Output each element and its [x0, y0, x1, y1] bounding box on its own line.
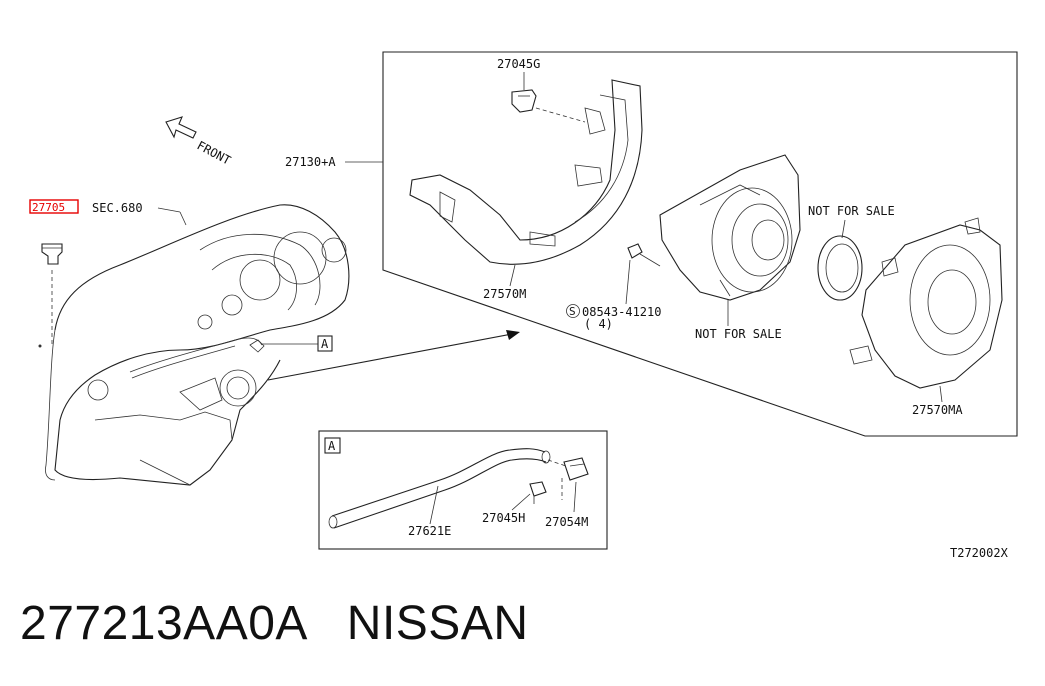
explode-arrow-head [506, 330, 520, 340]
screw-s-label: S [569, 305, 576, 318]
callout-a-inset-box [324, 437, 341, 454]
part-27621e-label[interactable]: 27621E [408, 524, 451, 538]
screw-code-label[interactable]: 08543-41210 [582, 305, 661, 319]
part-27705-label[interactable]: 27705 [32, 201, 65, 214]
explode-arrow [267, 333, 513, 381]
screw-icon [627, 243, 661, 267]
drawing-number: T272002X [950, 546, 1009, 560]
clip-27045g-icon [511, 89, 537, 113]
highlight-box [29, 199, 79, 214]
front-label: FRONT [195, 138, 233, 167]
cover-27570m-drawing [409, 79, 643, 265]
front-arrow [165, 116, 197, 139]
page-caption: 277213AA0A NISSAN [20, 596, 529, 651]
callout-a-inset-label: A [328, 439, 336, 453]
not-for-sale-top: NOT FOR SALE [808, 204, 895, 218]
sec-680-label[interactable]: SEC.680 [92, 201, 143, 215]
clip-27045h-icon [529, 481, 547, 504]
screw-s-circle [566, 304, 580, 318]
part-27054m-label[interactable]: 27054M [545, 515, 588, 529]
part-27570ma-label[interactable]: 27570MA [912, 403, 963, 417]
caption-brand: NISSAN [346, 597, 529, 650]
caption-part-number: 277213AA0A [20, 597, 306, 650]
instrument-panel-drawing [38, 204, 350, 486]
exploded-view-frame [382, 51, 1018, 437]
part-27045h-label[interactable]: 27045H [482, 511, 525, 525]
not-for-sale-bottom: NOT FOR SALE [695, 327, 782, 341]
parts-diagram: FRONT 27705 SEC.680 A 2 [29, 51, 1018, 560]
inset-a-frame [318, 430, 608, 550]
part-27130a-label[interactable]: 27130+A [285, 155, 336, 169]
screw-qty-label: ( 4) [584, 317, 613, 331]
callout-a-main-label[interactable]: A [321, 337, 329, 351]
connector-27054m-icon [563, 457, 589, 481]
part-27570m-label[interactable]: 27570M [483, 287, 526, 301]
lens-drawing [817, 235, 863, 301]
callout-a-main-box [317, 335, 333, 352]
bezel-27570ma-drawing [849, 217, 1003, 389]
cluster-drawing [659, 154, 801, 301]
part-27045g-label[interactable]: 27045G [497, 57, 540, 71]
hose-27621e-drawing [328, 448, 551, 529]
part-27705-icon [41, 243, 63, 265]
